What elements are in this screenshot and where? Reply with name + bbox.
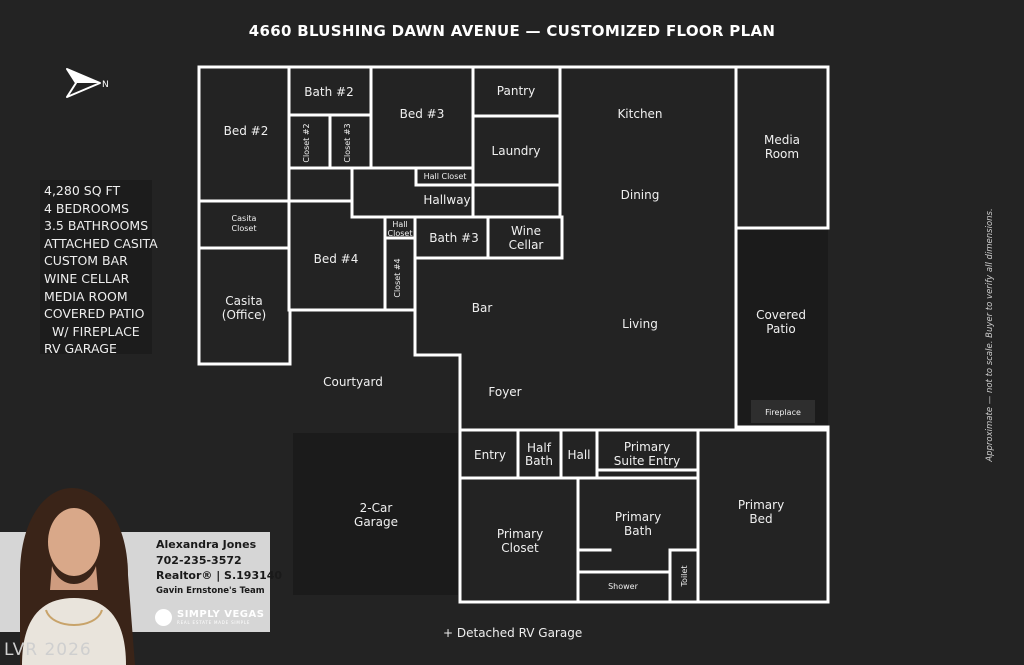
label-half-bath-2: Bath xyxy=(525,454,553,468)
agent-phone: 702-235-3572 xyxy=(156,553,242,567)
garage-area xyxy=(293,433,458,595)
label-living: Living xyxy=(622,317,658,331)
label-primary-bed-1: Primary xyxy=(738,498,784,512)
label-foyer: Foyer xyxy=(488,385,521,399)
label-primary-bed-2: Bed xyxy=(749,512,772,526)
compass-label: N xyxy=(102,80,109,90)
label-covered-patio-1: Covered xyxy=(756,308,806,322)
agent-team: Gavin Ernstone's Team xyxy=(156,585,265,596)
label-laundry: Laundry xyxy=(492,144,541,158)
agent-name: Alexandra Jones xyxy=(156,538,257,551)
watermark: LVR 2026 xyxy=(4,640,92,660)
page-title: 4660 BLUSHING DAWN AVENUE — CUSTOMIZED F… xyxy=(248,22,776,40)
feature-item: CUSTOM BAR xyxy=(44,253,128,269)
label-hall-closet: Hall Closet xyxy=(424,172,467,181)
label-entry: Entry xyxy=(474,448,506,462)
patio-area xyxy=(737,230,828,427)
feature-item: ATTACHED CASITA xyxy=(44,235,158,251)
features-list: 4,280 SQ FT 4 BEDROOMS 3.5 BATHROOMS ATT… xyxy=(40,180,158,356)
label-casita-1: Casita xyxy=(225,294,262,308)
label-media-room-2: Room xyxy=(765,147,799,161)
label-hall-closet-small-2: Closet xyxy=(388,229,413,238)
feature-item: W/ FIREPLACE xyxy=(44,323,140,339)
label-bed-3: Bed #3 xyxy=(400,107,445,121)
footer-note: + Detached RV Garage xyxy=(443,626,583,640)
feature-item: MEDIA ROOM xyxy=(44,288,128,304)
label-covered-patio-2: Patio xyxy=(766,322,795,336)
brand-tagline: REAL ESTATE MADE SIMPLE xyxy=(177,620,251,625)
label-hall: Hall xyxy=(567,448,590,462)
label-primary-bath-1: Primary xyxy=(615,510,661,524)
compass-icon: N xyxy=(64,66,112,104)
agent-license: Realtor® | S.193140 xyxy=(156,569,283,582)
brand-logo: SIMPLY VEGAS REAL ESTATE MADE SIMPLE xyxy=(155,609,264,626)
feature-item: RV GARAGE xyxy=(44,341,117,357)
label-hall-closet-small-1: Hall xyxy=(392,220,407,229)
feature-item: COVERED PATIO xyxy=(44,306,145,322)
label-fireplace: Fireplace xyxy=(765,408,801,417)
feature-item: 3.5 BATHROOMS xyxy=(44,218,149,234)
feature-item: WINE CELLAR xyxy=(44,270,130,286)
label-wine-cellar-1: Wine xyxy=(511,224,541,238)
label-closet-3: Closet #3 xyxy=(343,123,352,162)
label-primary-closet-2: Closet xyxy=(501,541,539,555)
label-casita-closet-2: Closet xyxy=(232,224,257,233)
label-bath-2: Bath #2 xyxy=(304,85,353,99)
label-casita-2: (Office) xyxy=(222,308,266,322)
label-primary-bath-2: Bath xyxy=(624,524,652,538)
agent-info: Alexandra Jones 702-235-3572 Realtor® | … xyxy=(156,537,282,599)
label-shower: Shower xyxy=(608,582,639,591)
brand-name: SIMPLY VEGAS xyxy=(177,609,265,620)
label-primary-suite-entry-2: Suite Entry xyxy=(614,454,680,468)
label-wine-cellar-2: Cellar xyxy=(509,238,544,252)
walls xyxy=(197,65,830,604)
brand-circle-icon xyxy=(155,609,172,626)
label-kitchen: Kitchen xyxy=(617,107,662,121)
agent-photo xyxy=(20,488,135,665)
label-courtyard: Courtyard xyxy=(323,375,383,389)
label-primary-suite-entry-1: Primary xyxy=(624,440,670,454)
label-casita-closet-1: Casita xyxy=(232,214,257,223)
label-garage-1: 2-Car xyxy=(360,501,393,515)
label-dining: Dining xyxy=(621,188,660,202)
feature-item: 4,280 SQ FT xyxy=(44,183,121,198)
label-half-bath-1: Half xyxy=(527,441,552,455)
label-bed-2: Bed #2 xyxy=(224,124,269,138)
label-bar: Bar xyxy=(472,301,493,315)
feature-item: 4 BEDROOMS xyxy=(44,200,130,216)
label-toilet: Toilet xyxy=(680,566,689,588)
label-pantry: Pantry xyxy=(497,84,535,98)
label-garage-2: Garage xyxy=(354,515,398,529)
label-bed-4: Bed #4 xyxy=(314,252,359,266)
label-media-room-1: Media xyxy=(764,133,800,147)
label-closet-4: Closet #4 xyxy=(393,258,402,297)
label-closet-2: Closet #2 xyxy=(302,123,311,162)
disclaimer-text: Approximate — not to scale. Buyer to ver… xyxy=(985,208,995,462)
fireplace-box xyxy=(751,400,815,423)
label-primary-closet-1: Primary xyxy=(497,527,543,541)
label-hallway: Hallway xyxy=(423,193,470,207)
label-bath-3: Bath #3 xyxy=(429,231,478,245)
